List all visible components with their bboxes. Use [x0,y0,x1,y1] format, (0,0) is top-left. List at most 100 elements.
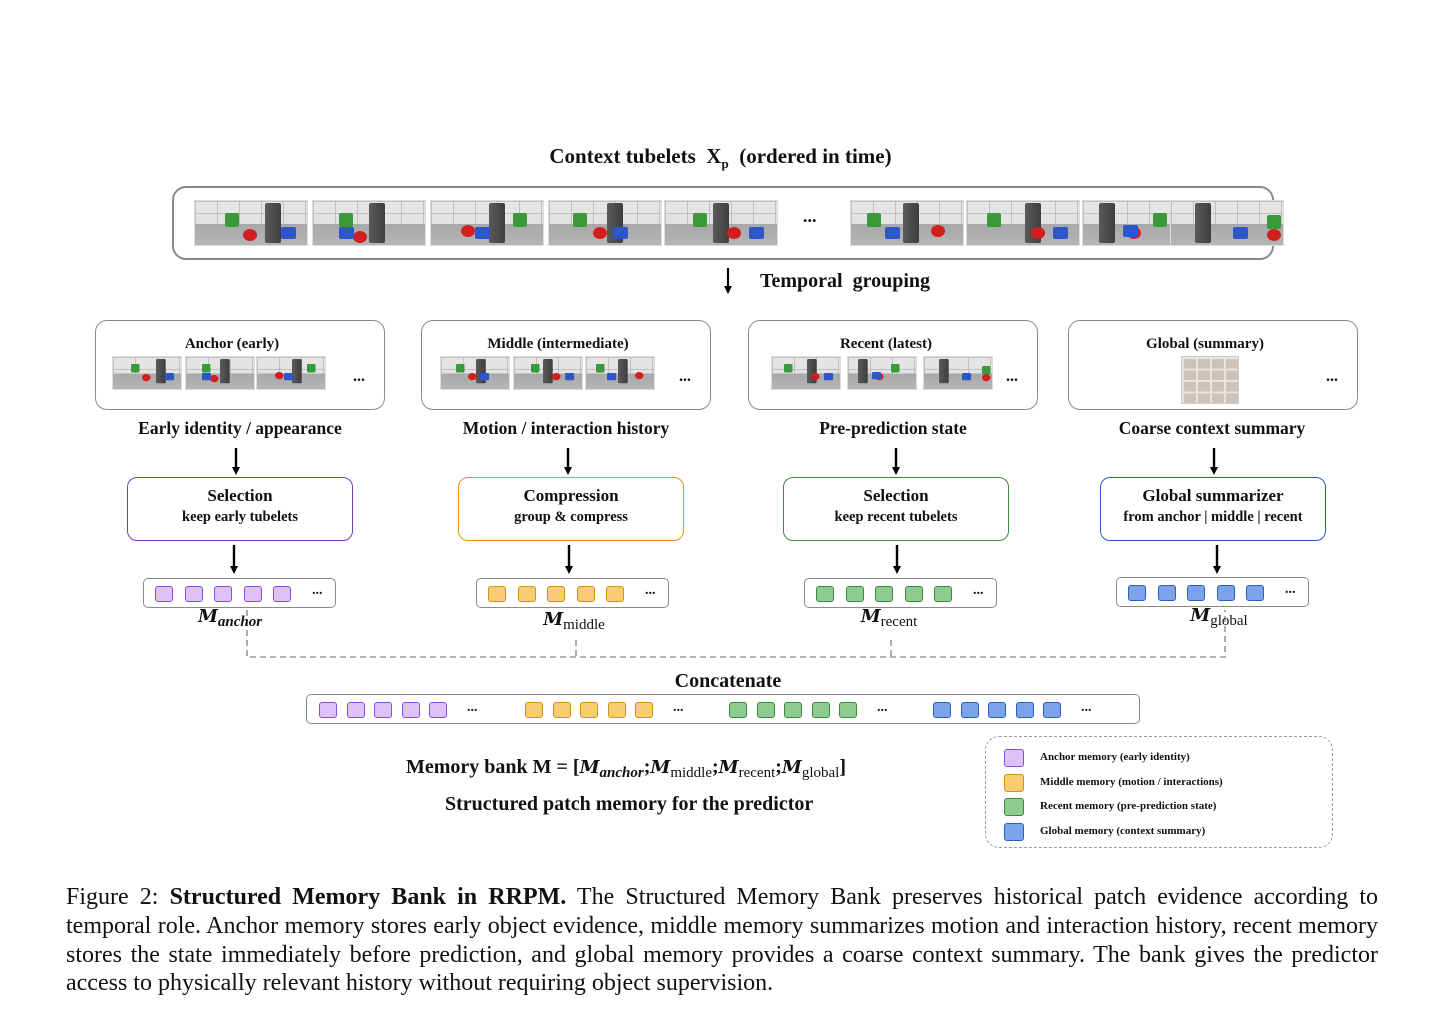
tubelet-frame-image [1170,200,1284,246]
title-suffix: (ordered in time) [739,144,892,168]
tubelet-frame-image [585,356,655,390]
memory-token-bar-global: ... [1116,577,1309,607]
memory-token-bar-anchor: ... [143,578,336,608]
concat-token [346,702,365,718]
memory-token [1246,585,1264,601]
memory-ellipsis: ... [645,583,656,598]
memory-label-global: Mglobal [1139,605,1299,630]
memory-label-recent: Mrecent [809,606,969,631]
operation-title: Compression [523,486,619,505]
memory-ellipsis: ... [312,583,323,598]
memory-token [875,586,893,602]
concat-token [1015,702,1034,718]
group-description-middle: Motion / interaction history [462,418,670,438]
group-description-anchor: Early identity / appearance [138,418,342,438]
tubelet-frame-image [548,200,662,246]
title-variable: X [706,144,722,168]
tubelet-frame-image [185,356,255,390]
memory-token [1157,585,1176,601]
tubelet-frame-image [850,200,964,246]
group-ellipsis: ... [1326,368,1338,385]
memory-variable: M [543,609,564,630]
concat-ellipsis: ... [877,700,888,715]
tubelet-frame-image [771,356,841,390]
title-subscript: p [721,156,729,172]
tubelet-frame-image [923,356,993,390]
concat-dashed-connector [246,610,1226,658]
context-tubelet-strip [172,186,1284,260]
legend-swatch [1004,798,1024,816]
group-title-recent: Recent (latest) [839,336,933,352]
memory-token [155,586,173,602]
concat-token [1043,702,1061,718]
memory-subscript: global [1210,613,1248,629]
concat-token [756,702,775,718]
legend-swatch [1004,773,1024,792]
operation-title: Selection [863,486,929,505]
tubelet-frame-image [513,356,583,390]
memory-subscript: middle [563,617,605,633]
legend-swatch [1004,822,1024,841]
memory-label-middle: Mmiddle [494,609,654,634]
bank-separator: ; [643,756,651,778]
tubelet-frame-image [256,356,326,390]
bank-variable: M [579,757,600,778]
memory-variable: M [860,606,881,627]
concatenate-label: Concatenate [674,670,782,692]
memory-token [1128,585,1146,601]
legend-label: Recent memory (pre-prediction state) [1040,800,1217,812]
tubelet-frame-image [440,356,510,390]
caption-figure-number: Figure 2: [66,884,159,910]
legend-swatch [1004,749,1024,767]
memory-subscript: recent [880,614,918,630]
tubelet-frame-image [312,200,426,246]
memory-token [243,586,262,602]
memory-variable: M [1190,605,1211,626]
memory-ellipsis: ... [973,583,984,598]
memory-token [273,586,291,602]
concat-token [729,702,747,718]
memory-legend: Anchor memory (early identity)Middle mem… [985,736,1333,848]
concat-ellipsis: ... [467,700,478,715]
concatenated-memory-bar: ............ [306,694,1140,724]
concat-ellipsis: ... [1081,700,1092,715]
group-description-recent: Pre-prediction state [819,418,967,438]
concat-token [960,702,979,718]
concat-token [374,702,392,718]
tubelet-frame-image [664,200,778,246]
concat-token [607,702,626,718]
group-ellipsis: ... [1006,368,1018,385]
global-summary-patch-grid [1181,356,1239,404]
operation-subtitle: keep early tubelets [182,509,298,525]
memory-variable: M [197,606,218,627]
memory-token [1216,585,1235,601]
title-text: Context tubelets [549,144,696,168]
operation-subtitle: keep recent tubelets [834,509,958,525]
legend-label: Global memory (context summary) [1040,824,1206,837]
concat-token [933,702,951,718]
bank-variable: M [718,757,739,778]
group-title-middle: Middle (intermediate) [487,336,629,352]
memory-token [547,586,565,602]
concat-token [552,702,571,718]
memory-subscript: anchor [217,614,263,630]
memory-token [1187,585,1205,601]
concat-token [635,702,653,718]
concat-token [784,702,802,718]
tubelet-frame-image [112,356,182,390]
tubelet-frame-image [430,200,544,246]
bank-subscript: anchor [599,765,644,781]
legend-label: Anchor memory (early identity) [1040,751,1190,763]
bank-subscript: recent [738,765,776,781]
bank-variable: M [781,757,802,778]
concat-token [811,702,830,718]
bank-subscript: global [801,765,840,781]
bank-variable: M [650,757,671,778]
memory-token [488,586,506,602]
memory-token-bar-middle: ... [476,578,669,608]
group-ellipsis: ... [679,368,691,385]
concat-token [839,702,857,718]
caption-title: Structured Memory Bank in RRPM. [169,884,567,910]
